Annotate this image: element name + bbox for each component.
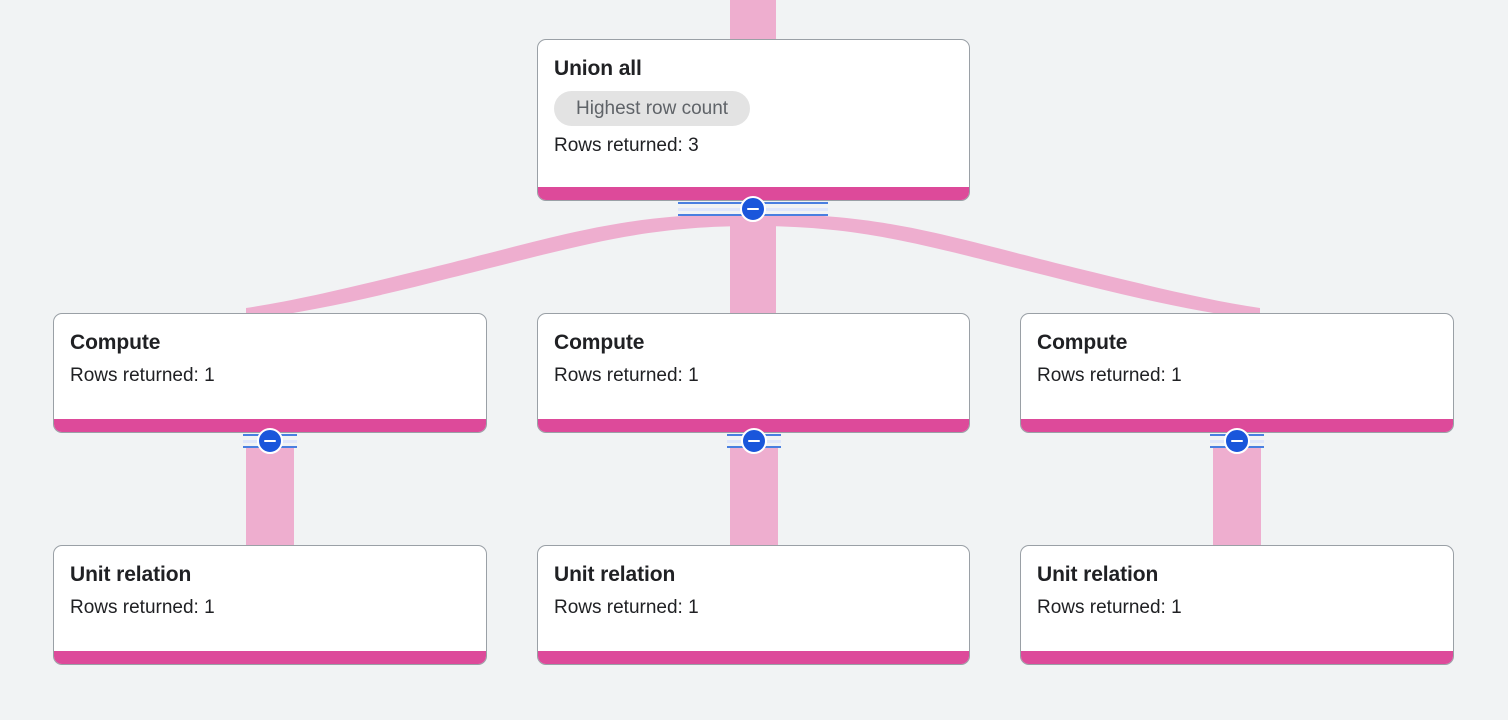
status-badge: Highest row count <box>554 91 751 126</box>
collapse-toggle-union-all[interactable] <box>678 196 828 222</box>
minus-circle-icon[interactable] <box>741 428 767 454</box>
node-body: Unit relation Rows returned: 1 <box>1021 546 1453 651</box>
node-body: Union all Highest row count Rows returne… <box>538 40 969 187</box>
node-title: Compute <box>1037 331 1128 354</box>
edge-union-all-compute-1 <box>246 214 754 320</box>
edge-inflow-union-all <box>730 0 776 40</box>
edge-compute-2-unit-relation-2 <box>730 446 778 552</box>
node-unit-relation-3[interactable]: Unit relation Rows returned: 1 <box>1020 545 1454 665</box>
edge-union-all-compute-2 <box>730 214 776 320</box>
node-title: Compute <box>70 331 161 354</box>
node-body: Compute Rows returned: 1 <box>54 314 486 419</box>
node-metric: Rows returned: 3 <box>554 135 699 156</box>
node-metric: Rows returned: 1 <box>554 365 699 386</box>
node-accent-bar <box>1021 651 1453 664</box>
collapse-toggle-compute-3[interactable] <box>1210 428 1264 454</box>
node-accent-bar <box>1021 419 1453 432</box>
node-unit-relation-2[interactable]: Unit relation Rows returned: 1 <box>537 545 970 665</box>
node-metric: Rows returned: 1 <box>1037 365 1182 386</box>
collapse-toggle-compute-2[interactable] <box>727 428 781 454</box>
node-title: Unit relation <box>1037 563 1159 586</box>
node-metric: Rows returned: 1 <box>70 365 215 386</box>
collapse-toggle-compute-1[interactable] <box>243 428 297 454</box>
node-title: Unit relation <box>554 563 676 586</box>
node-metric: Rows returned: 1 <box>70 597 215 618</box>
node-title: Unit relation <box>70 563 192 586</box>
node-metric: Rows returned: 1 <box>1037 597 1182 618</box>
node-title: Compute <box>554 331 645 354</box>
minus-circle-icon[interactable] <box>257 428 283 454</box>
node-unit-relation-1[interactable]: Unit relation Rows returned: 1 <box>53 545 487 665</box>
node-accent-bar <box>54 651 486 664</box>
edge-compute-3-unit-relation-3 <box>1213 446 1261 552</box>
node-body: Compute Rows returned: 1 <box>538 314 969 419</box>
node-compute-2[interactable]: Compute Rows returned: 1 <box>537 313 970 433</box>
node-accent-bar <box>538 187 969 200</box>
node-compute-1[interactable]: Compute Rows returned: 1 <box>53 313 487 433</box>
node-accent-bar <box>538 651 969 664</box>
edge-union-all-compute-3 <box>752 214 1260 320</box>
node-body: Unit relation Rows returned: 1 <box>538 546 969 651</box>
node-accent-bar <box>54 419 486 432</box>
node-accent-bar <box>538 419 969 432</box>
node-title: Union all <box>554 57 642 80</box>
node-compute-3[interactable]: Compute Rows returned: 1 <box>1020 313 1454 433</box>
node-union-all[interactable]: Union all Highest row count Rows returne… <box>537 39 970 201</box>
node-metric: Rows returned: 1 <box>554 597 699 618</box>
minus-circle-icon[interactable] <box>1224 428 1250 454</box>
minus-circle-icon[interactable] <box>740 196 766 222</box>
node-body: Unit relation Rows returned: 1 <box>54 546 486 651</box>
edge-compute-1-unit-relation-1 <box>246 446 294 552</box>
node-body: Compute Rows returned: 1 <box>1021 314 1453 419</box>
